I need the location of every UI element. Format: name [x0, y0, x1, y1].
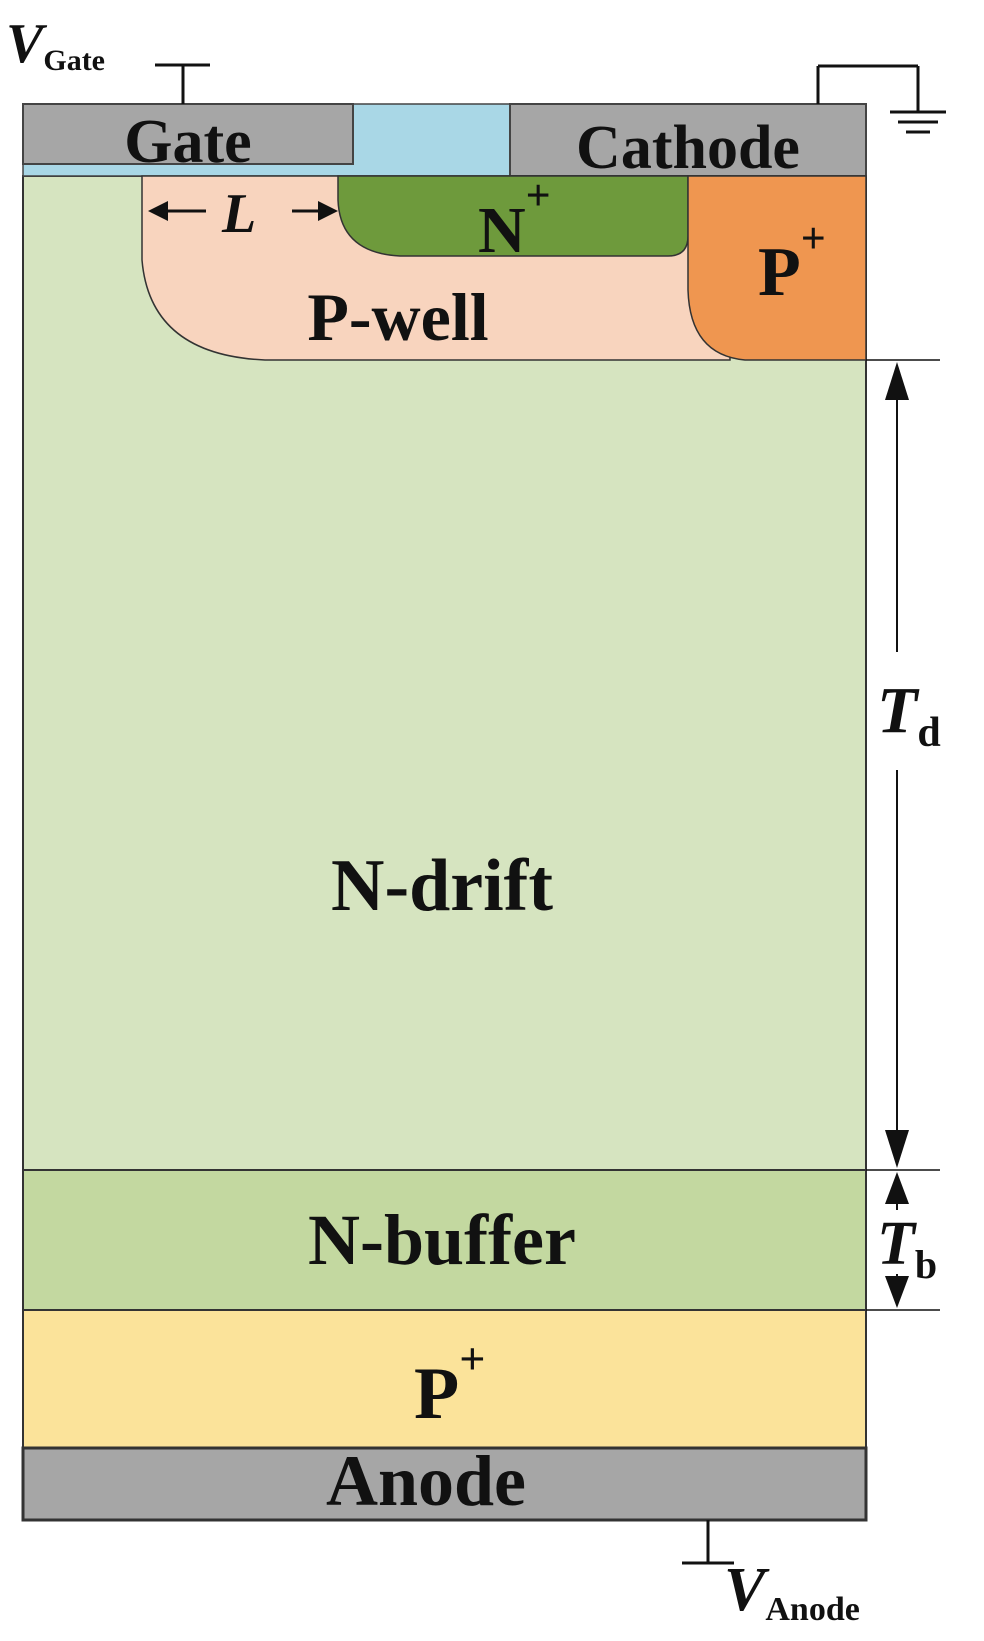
- drift-thickness-label: Td: [877, 674, 941, 756]
- anode-label: Anode: [326, 1441, 526, 1521]
- p-plus-top-region: [687, 175, 867, 361]
- p-plus-top-label: P+: [758, 214, 826, 311]
- gate-label: Gate: [124, 108, 251, 176]
- buffer-thickness-arrow: [866, 1172, 940, 1311]
- cathode-label: Cathode: [576, 114, 800, 182]
- buffer-thickness-label: Tb: [877, 1210, 937, 1287]
- drift-thickness-arrow: [866, 359, 940, 1171]
- gate-terminal: [155, 63, 210, 104]
- anode-electrode: [21, 1446, 868, 1522]
- n-plus-label: N+: [478, 171, 551, 267]
- p-plus-bottom-region: [22, 1309, 867, 1449]
- n-buffer-region: [22, 1169, 867, 1311]
- p-well-label: P-well: [307, 279, 488, 355]
- n-buffer-label: N-buffer: [308, 1200, 576, 1280]
- n-plus-region: [337, 175, 689, 257]
- anode-voltage-label: VAnode: [724, 1556, 860, 1628]
- channel-length-arrow: [148, 201, 338, 221]
- ground-icon: [816, 64, 946, 134]
- p-plus-bottom-label: P+: [414, 1333, 485, 1435]
- anode-terminal: [682, 1520, 734, 1565]
- cathode-electrode: [509, 103, 867, 177]
- n-drift-label: N-drift: [331, 845, 553, 927]
- channel-length-label: L: [221, 183, 256, 245]
- gate-voltage-label: VGate: [6, 13, 105, 77]
- gate-electrode: [22, 103, 354, 165]
